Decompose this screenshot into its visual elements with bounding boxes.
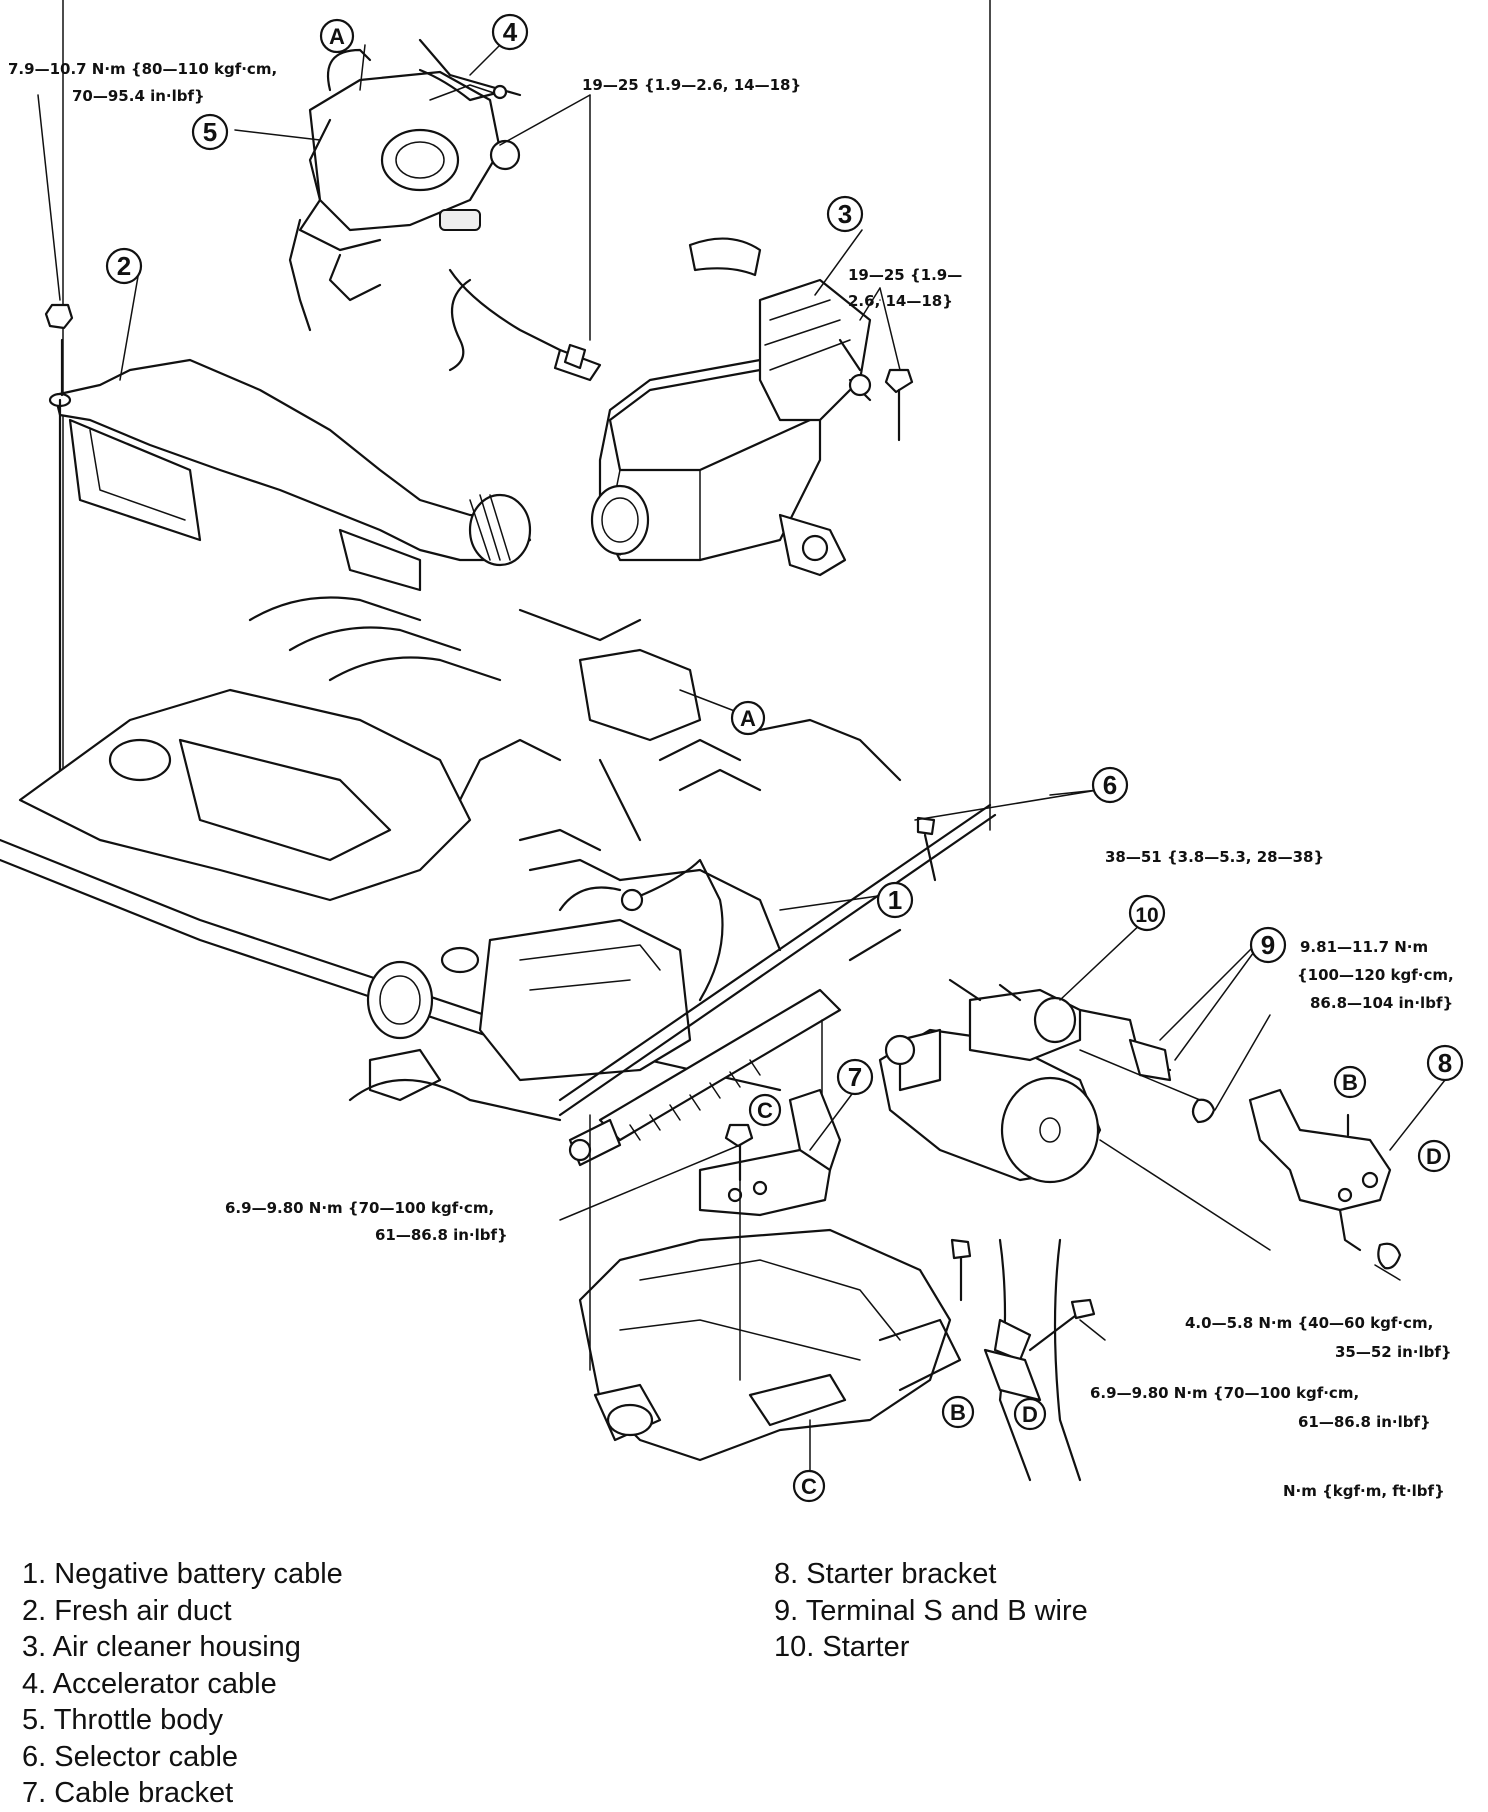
- torque-spec-7: 4.0—5.8 N·m {40—60 kgf·cm, 35—52 in·lbf}: [1185, 1314, 1452, 1361]
- callout-b-transaxle: B: [941, 1395, 975, 1429]
- callout-a-top: A: [319, 18, 355, 54]
- callout-2: 2: [105, 247, 143, 285]
- svg-text:4.0—5.8 N·m {40—60 kgf·cm,: 4.0—5.8 N·m {40—60 kgf·cm,: [1185, 1314, 1433, 1332]
- callout-1: 1: [876, 881, 914, 919]
- svg-text:19—25 {1.9—: 19—25 {1.9—: [848, 266, 962, 284]
- svg-text:9.81—11.7 N·m: 9.81—11.7 N·m: [1300, 938, 1428, 956]
- callout-8: 8: [1426, 1044, 1464, 1082]
- legend-item-4: 4. Accelerator cable: [22, 1667, 277, 1700]
- svg-text:{100—120 kgf·cm,: {100—120 kgf·cm,: [1297, 966, 1454, 984]
- legend-item-1: 1. Negative battery cable: [22, 1558, 343, 1590]
- svg-text:7.9—10.7 N·m {80—110 kgf·cm,: 7.9—10.7 N·m {80—110 kgf·cm,: [8, 60, 277, 78]
- callout-4: 4: [491, 13, 529, 51]
- callout-3: 3: [826, 195, 864, 233]
- torque-spec-8: 6.9—9.80 N·m {70—100 kgf·cm, 61—86.8 in·…: [1090, 1384, 1431, 1431]
- torque-spec-1: 7.9—10.7 N·m {80—110 kgf·cm, 70—95.4 in·…: [8, 60, 277, 105]
- svg-text:19—25 {1.9—2.6, 14—18}: 19—25 {1.9—2.6, 14—18}: [582, 76, 801, 94]
- callout-d-bracket: D: [1417, 1139, 1451, 1173]
- svg-text:6: 6: [1103, 770, 1117, 800]
- svg-text:35—52 in·lbf}: 35—52 in·lbf}: [1335, 1343, 1452, 1361]
- callout-5: 5: [191, 113, 229, 151]
- torque-spec-2: 19—25 {1.9—2.6, 14—18}: [582, 76, 801, 94]
- svg-text:6.9—9.80 N·m {70—100 kgf·cm,: 6.9—9.80 N·m {70—100 kgf·cm,: [1090, 1384, 1359, 1402]
- legend-item-5: 5. Throttle body: [22, 1704, 223, 1736]
- torque-spec-4: 38—51 {3.8—5.3, 28—38}: [1105, 848, 1324, 866]
- legend-item-6: 6. Selector cable: [22, 1740, 239, 1773]
- svg-text:8: 8: [1438, 1048, 1452, 1078]
- svg-text:70—95.4 in·lbf}: 70—95.4 in·lbf}: [72, 87, 205, 105]
- throttle-body: [288, 38, 602, 382]
- svg-text:B: B: [1342, 1070, 1358, 1095]
- callout-c-bracket: C: [748, 1093, 782, 1127]
- legend-item-3: 3. Air cleaner housing: [22, 1631, 301, 1663]
- svg-text:2.6, 14—18}: 2.6, 14—18}: [848, 292, 953, 310]
- cable-bracket: [698, 1019, 842, 1217]
- callout-b-bracket: B: [1333, 1065, 1367, 1099]
- svg-text:N·m {kgf·m, ft·lbf}: N·m {kgf·m, ft·lbf}: [1283, 1482, 1445, 1500]
- engine-block: [0, 596, 902, 1122]
- svg-text:7: 7: [848, 1062, 862, 1092]
- leader-lines: [37, 44, 1446, 1341]
- svg-text:2: 2: [117, 251, 131, 281]
- svg-text:1: 1: [888, 885, 902, 915]
- torque-spec-6: 6.9—9.80 N·m {70—100 kgf·cm, 61—86.8 in·…: [225, 1199, 508, 1244]
- svg-text:C: C: [801, 1474, 817, 1499]
- svg-text:C: C: [757, 1098, 773, 1123]
- bolts: [44, 303, 937, 882]
- svg-text:10: 10: [1135, 904, 1158, 927]
- fresh-air-duct: [48, 338, 532, 792]
- legend-item-7: 7. Cable bracket: [22, 1777, 234, 1809]
- torque-spec-5: 9.81—11.7 N·m {100—120 kgf·cm, 86.8—104 …: [1297, 938, 1454, 1012]
- svg-text:B: B: [950, 1400, 966, 1425]
- callout-7: 7: [836, 1058, 874, 1096]
- svg-text:D: D: [1022, 1402, 1038, 1427]
- legend-item-9: 9. Terminal S and B wire: [774, 1594, 1088, 1627]
- svg-text:3: 3: [838, 199, 852, 229]
- negative-battery-cable: [558, 858, 724, 1002]
- svg-text:4: 4: [503, 17, 518, 47]
- callout-9: 9: [1249, 926, 1287, 964]
- svg-text:A: A: [329, 24, 345, 49]
- legend-item-10: 10. Starter: [774, 1631, 910, 1663]
- svg-text:5: 5: [203, 117, 217, 147]
- transaxle: [578, 1114, 1096, 1482]
- svg-text:D: D: [1426, 1144, 1442, 1169]
- legend-item-2: 2. Fresh air duct: [22, 1594, 232, 1627]
- callout-d-transaxle: D: [1013, 1397, 1047, 1431]
- svg-text:38—51 {3.8—5.3, 28—38}: 38—51 {3.8—5.3, 28—38}: [1105, 848, 1324, 866]
- svg-text:61—86.8 in·lbf}: 61—86.8 in·lbf}: [1298, 1413, 1431, 1431]
- parts-legend-left: 1. Negative battery cable 2. Fresh air d…: [22, 1556, 343, 1812]
- starter: [878, 978, 1271, 1251]
- callout-c-transaxle: C: [792, 1469, 826, 1503]
- callout-a-lower: A: [730, 700, 766, 736]
- svg-text:61—86.8 in·lbf}: 61—86.8 in·lbf}: [375, 1226, 508, 1244]
- callout-10: 10: [1128, 894, 1166, 932]
- units-note: N·m {kgf·m, ft·lbf}: [1283, 1482, 1445, 1500]
- svg-text:6.9—9.80 N·m {70—100 kgf·cm,: 6.9—9.80 N·m {70—100 kgf·cm,: [225, 1199, 494, 1217]
- svg-text:A: A: [740, 706, 756, 731]
- torque-spec-3: 19—25 {1.9— 2.6, 14—18}: [848, 266, 962, 310]
- callout-6: 6: [1091, 766, 1129, 804]
- starter-bracket: [1191, 1088, 1402, 1270]
- svg-text:9: 9: [1261, 930, 1275, 960]
- air-cleaner-housing: [590, 237, 872, 577]
- svg-text:86.8—104 in·lbf}: 86.8—104 in·lbf}: [1310, 994, 1453, 1012]
- legend-item-8: 8. Starter bracket: [774, 1558, 997, 1590]
- accelerator-cable: [418, 68, 508, 102]
- parts-legend-right: 8. Starter bracket 9. Terminal S and B w…: [774, 1556, 1088, 1666]
